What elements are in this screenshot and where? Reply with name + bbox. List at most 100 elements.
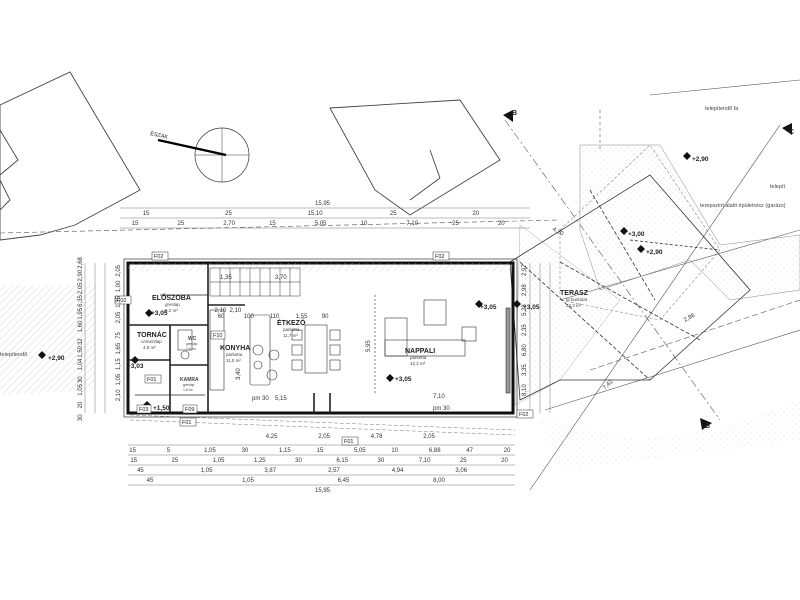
room-area-tornac: 4,5 m² xyxy=(143,345,156,350)
dim-bottom-r1-9: 47 xyxy=(466,448,473,454)
room-area-konyha: 11,5 m² xyxy=(226,358,241,363)
dim-bottom-r1-0: 15 xyxy=(129,448,136,454)
room-floor-wc: greslap xyxy=(186,342,198,346)
dim-top-r2-5: 10 xyxy=(361,221,368,227)
room-area-nappali: 42,2 m² xyxy=(410,361,426,366)
level-step: +1,50 xyxy=(153,405,170,412)
dim-bottom-r3-0: 45 xyxy=(137,468,144,474)
dim-bottom-r2-7: 7,10 xyxy=(419,458,431,464)
dim-top-r2-2: 2,70 xyxy=(223,221,235,227)
sill-kitchen: pm 30 xyxy=(252,396,269,402)
north-arrow-icon xyxy=(157,127,250,183)
level-entry: +3,05 xyxy=(151,310,168,317)
tag-boxes xyxy=(114,251,534,446)
dim-ent-row-1: 2,10 xyxy=(230,308,242,314)
room-floor-kamra: greslap xyxy=(183,383,195,387)
dim-bottom-r2-4: 30 xyxy=(295,458,302,464)
dim-left-ext-3: 6,35 xyxy=(78,295,84,307)
dim-bottom-total: 15,95 xyxy=(315,488,331,494)
tag-f10: F10 xyxy=(213,333,222,339)
room-floor-nappali: parketta xyxy=(410,355,427,360)
dim-bottom-r1-1: 5 xyxy=(167,448,171,454)
dim-left-inner-7: 1,05 xyxy=(116,373,122,385)
room-floor-eloszoba: greslap xyxy=(165,302,180,307)
room-floor-etkezo: parketta xyxy=(283,327,300,332)
dim-top-r2-8: 20 xyxy=(498,221,505,227)
sill-living: pm 30 xyxy=(433,406,450,412)
dim-kitchen-height: 3,40 xyxy=(236,368,242,380)
dim-right-v-0: 2,97 xyxy=(522,264,528,276)
landscape-areas xyxy=(0,144,800,470)
level-ground-w: +2,90 xyxy=(48,355,65,362)
room-floor-konyha: parketta xyxy=(226,352,243,357)
building-walls xyxy=(123,258,518,418)
dim-bottom-r1-4: 1,15 xyxy=(279,448,291,454)
level-terrace-b: +2,90 xyxy=(646,249,663,256)
dim-bottom-r1-7: 10 xyxy=(391,448,398,454)
tag-f01-bottom-mid: F01 xyxy=(344,439,353,445)
neighbour-building-left xyxy=(0,71,141,241)
dim-left-ext-6: 32 xyxy=(78,338,84,345)
note-plant-tree-left: telepítendő xyxy=(0,352,27,358)
room-name-terasz: TERASZ xyxy=(560,290,589,297)
dim-bottom-r4-0: 45 xyxy=(147,478,154,484)
room-name-eloszoba: ELŐSZOBA xyxy=(152,293,191,302)
dim-bottom-r2-6: 30 xyxy=(378,458,385,464)
dim-center-height: 5,95 xyxy=(366,340,372,352)
dim-left-ext-10: 1,05 xyxy=(78,383,84,395)
dim-bottom-misc-0: 4,25 xyxy=(266,434,278,440)
dim-right-v-3: 2,35 xyxy=(522,324,528,336)
dim-left-inner-0: 2,05 xyxy=(116,264,122,276)
room-name-konyha: KONYHA xyxy=(220,345,250,352)
dim-inner-top-a: 1,35 xyxy=(220,275,232,281)
dim-top-r2-4: 5,05 xyxy=(315,221,327,227)
tag-f02-top-mid: F02 xyxy=(435,254,444,260)
dim-bottom-r1-6: 5,05 xyxy=(354,448,366,454)
dim-bottom-r2-1: 25 xyxy=(172,458,179,464)
dim-ent-row2-3: 1,55 xyxy=(296,314,308,320)
dim-top-r2-6: 7,10 xyxy=(406,221,418,227)
room-name-tornac: TORNÁC xyxy=(137,330,167,339)
dim-left-inner-3: 2,05 xyxy=(116,311,122,323)
dim-left-inner-5: 1,65 xyxy=(116,342,122,354)
dim-top-r1-2: 15,10 xyxy=(308,211,324,217)
dim-terrace-b: 2,86 xyxy=(683,312,697,323)
room-area-wc: 1,5 m² xyxy=(186,347,197,351)
room-area-kamra: 1,6 m² xyxy=(183,388,194,392)
room-area-eloszoba: 5,2 m² xyxy=(165,308,178,313)
dim-bottom-r1-8: 6,88 xyxy=(429,448,441,454)
dim-bottom-r2-0: 15 xyxy=(130,458,137,464)
dim-bottom-r3-5: 3,06 xyxy=(455,468,467,474)
neighbour-building-right xyxy=(329,99,501,216)
dim-left-ext-5: 1,60 xyxy=(78,320,84,332)
sill-kitchen-width: 5,15 xyxy=(275,396,287,402)
dim-bottom-r4-3: 8,00 xyxy=(433,478,445,484)
dim-bottom-r1-2: 1,05 xyxy=(204,448,216,454)
section-marker-b-top: B xyxy=(512,110,517,117)
dim-top-r1-4: 20 xyxy=(472,211,479,217)
room-name-nappali: NAPPALI xyxy=(405,348,435,355)
dim-left-inner-1: 1,00 xyxy=(116,280,122,292)
dim-right-v-5: 3,35 xyxy=(522,364,528,376)
dim-bottom-r2-9: 20 xyxy=(501,458,508,464)
dim-bottom-r1-3: 30 xyxy=(242,448,249,454)
note-basement: terepszint alatti épületrész (garázs) xyxy=(700,203,786,209)
dim-left-ext-8: 1,04 xyxy=(78,358,84,370)
dim-top-r2-1: 25 xyxy=(178,221,185,227)
tag-f01-porch: F01 xyxy=(147,377,156,383)
dim-terrace-a: 4,20 xyxy=(551,227,565,238)
dim-ent-row2-2: 110 xyxy=(270,314,280,320)
dim-bottom-r2-2: 1,05 xyxy=(213,458,225,464)
room-area-terasz: 34,3 m² xyxy=(566,303,582,308)
tag-f02-right: F02 xyxy=(519,412,528,418)
dim-right-v-6: 8,10 xyxy=(522,384,528,396)
dim-bottom-r2-8: 25 xyxy=(460,458,467,464)
dim-left-ext-9: 30 xyxy=(78,376,84,383)
dim-left-ext-7: 1,50 xyxy=(78,345,84,357)
dim-bottom-r3-1: 1,05 xyxy=(201,468,213,474)
tag-f02-top-left: F02 xyxy=(154,254,163,260)
dim-left-ext-4: 1,95 xyxy=(78,307,84,319)
dim-bottom-misc-3: 2,05 xyxy=(423,434,435,440)
dim-left-ext-2: 2,05 xyxy=(78,282,84,294)
